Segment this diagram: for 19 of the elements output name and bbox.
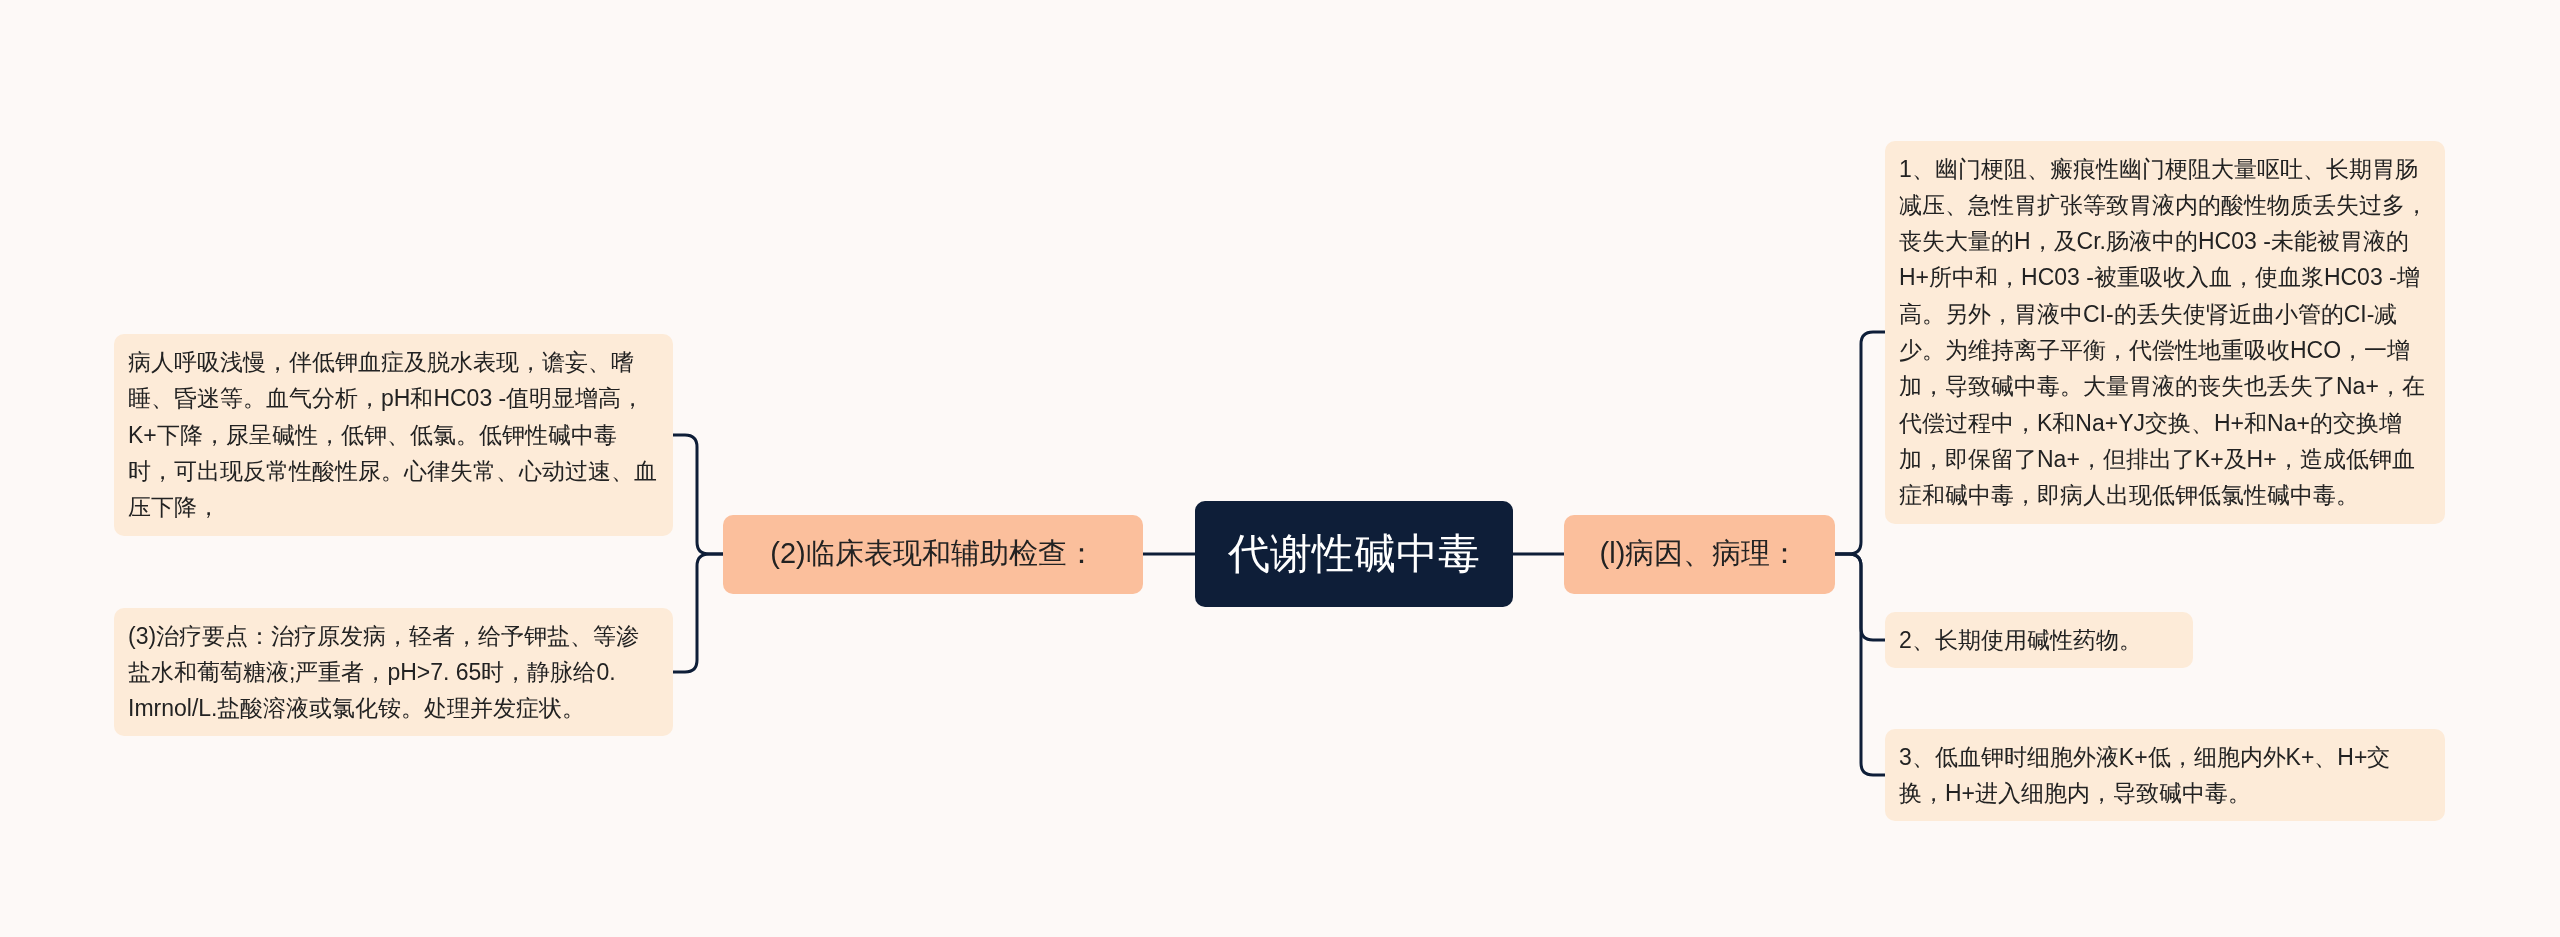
node-text: 2、长期使用碱性药物。: [1899, 626, 2143, 655]
leaf-note-box: [114, 334, 673, 536]
branch-topic-box: [723, 514, 1143, 594]
connector-line: [1513, 552, 1564, 556]
node-text: 代谢性碱中毒: [1228, 529, 1480, 579]
branch-topic-box: [1564, 514, 1835, 594]
leaf-note-box: [1885, 612, 2193, 669]
node-text: (3)治疗要点：治疗原发病，轻者，给予钾盐、等渗盐水和葡萄糖液;严重者，pH>7. 65时，静脉给0. Imrnol/L.盐酸溶液或氯化铵。处理并发症状。: [128, 621, 641, 724]
node-text: (l)病因、病理：: [1599, 536, 1800, 571]
node-text: (2)临床表现和辅助检查：: [770, 536, 1096, 571]
central-topic-box: [1195, 501, 1513, 607]
connector-line: [1835, 552, 1885, 777]
node-text: 1、幽门梗阻、瘢痕性幽门梗阻大量呕吐、长期胃肠减压、急性胃扩张等致胃液内的酸性物质丢失过多，丧失大量的H，及Cr.肠液中的HC03 -未能被胃液的H+所中和，HC03 -被重吸收入血，使血浆HC03 -增高。另外，胃液中CI-的丢失使肾近曲小管的CI-减少。为维持离子平衡，代偿性地重吸收HCO，一增加，导致碱中毒。大量胃液的丧失也丢失了Na+，在代偿过程中，K和Na+YJ交换、H+和Na+的交换增加，即保留了Na+，但排出了K+及H+，造成低钾血症和碱中毒，即病人出现低钾低氯性碱中毒。: [1899, 154, 2429, 511]
node-text: 病人呼吸浅慢，伴低钾血症及脱水表现，谵妄、嗜睡、昏迷等。血气分析，pH和HC03 -值明显增高，K+下降，尿呈碱性，低钾、低氯。低钾性碱中毒时，可出现反常性酸性尿。心律失常、心动过速、血压下降，: [128, 348, 658, 523]
connector-line: [673, 552, 723, 674]
leaf-note-box: [1885, 728, 2445, 822]
leaf-note-box: [114, 607, 673, 737]
connector-line: [1143, 552, 1195, 556]
node-text: 3、低血钾时细胞外液K+低，细胞内外K+、H+交换，H+进入细胞内，导致碱中毒。: [1899, 742, 2392, 808]
